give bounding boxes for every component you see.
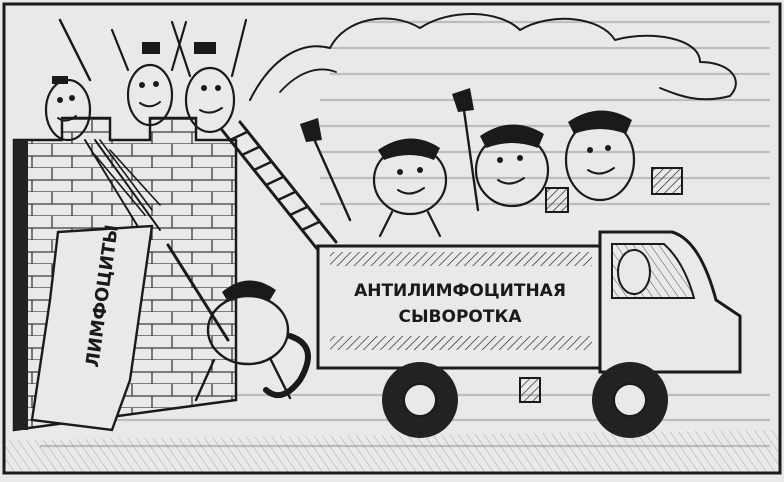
serum-truck: АНТИЛИМФОЦИТНАЯ СЫВОРОТКА bbox=[316, 230, 742, 438]
truck-stripe-bottom bbox=[330, 336, 592, 350]
lymphocyte-defender-left bbox=[44, 18, 161, 231]
attacker-helmet bbox=[480, 124, 544, 148]
attacker-2 bbox=[452, 88, 569, 213]
defender-hat bbox=[194, 42, 216, 54]
axe-head bbox=[452, 88, 474, 112]
firefighter-helmet bbox=[222, 280, 276, 302]
axe-head bbox=[300, 118, 322, 142]
spray-stream bbox=[94, 139, 161, 216]
truck-label-line2: СЫВОРОТКА bbox=[398, 307, 522, 327]
truck-label-line1: АНТИЛИМФОЦИТНАЯ bbox=[354, 281, 566, 301]
attacker-3 bbox=[564, 110, 683, 202]
fire-bucket bbox=[545, 187, 569, 213]
lymphocyte-defender-right bbox=[170, 18, 248, 134]
wall-shadow bbox=[14, 140, 28, 430]
truck-driver bbox=[617, 249, 651, 295]
defender-hat bbox=[142, 42, 160, 54]
attacker-helmet bbox=[568, 110, 632, 134]
ladder bbox=[220, 120, 338, 252]
attacker-helmet bbox=[378, 138, 440, 160]
hanging-bucket bbox=[519, 377, 541, 403]
firefighter-with-hose bbox=[166, 243, 311, 402]
lymphocytes-banner: ЛИМФОЦИТЫ bbox=[30, 223, 154, 432]
smoke-cloud bbox=[249, 12, 737, 101]
ground-shading bbox=[4, 430, 780, 473]
truck-stripe-top bbox=[330, 252, 592, 266]
attacker-1 bbox=[300, 118, 448, 238]
defender-hat bbox=[52, 76, 68, 84]
fire-bucket bbox=[651, 167, 683, 195]
lymphocyte-defender-middle bbox=[110, 20, 188, 127]
